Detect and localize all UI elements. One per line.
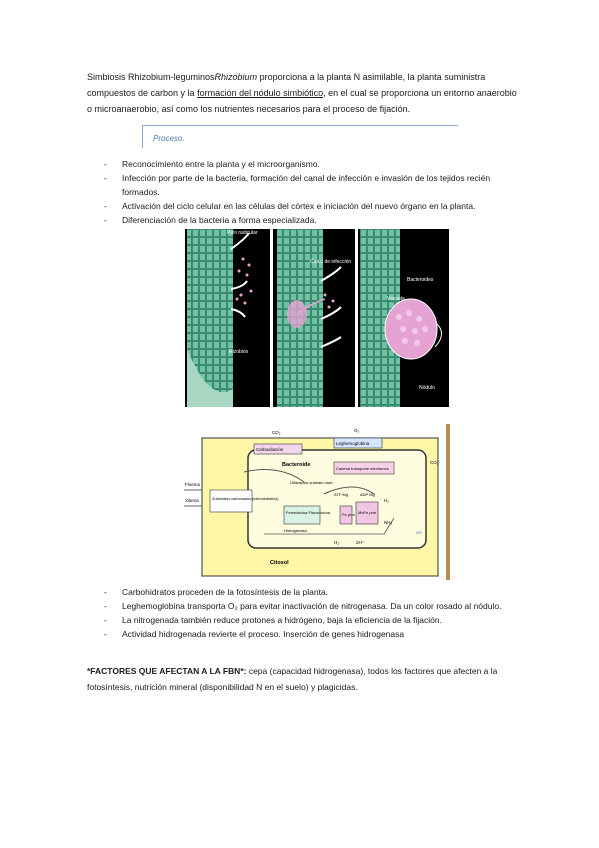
label-2h: 2H⁺ xyxy=(356,540,365,545)
list-dash: - xyxy=(104,629,107,639)
label-pelo-radicular: Pelo radicular xyxy=(227,230,258,236)
label-h2-bottom: H₂ xyxy=(334,540,339,545)
label-ferredoxina: Ferredoxina Flavodoxina xyxy=(286,510,331,515)
proceso-heading: Proceso. xyxy=(153,134,185,143)
list-item-text: Carbohidratos proceden de la fotosíntesi… xyxy=(122,587,329,597)
label-o2-top: O₂ xyxy=(354,428,360,433)
label-mofe-prot: MoFe prot xyxy=(358,510,377,515)
intro-rhizobium-italic: Rhizobium xyxy=(214,72,258,82)
list-item: - Carbohidratos proceden de la fotosíntes… xyxy=(104,585,514,599)
nodulation-stages-illustration: Pelo radicular Rizobios Canal de infecci… xyxy=(185,229,449,407)
list-dash: - xyxy=(104,173,107,183)
bacteroid-metabolism-illustration: CO₂ O₂ Carboxilación Leghemoglobina Bact… xyxy=(184,424,450,580)
label-h2: H₂ xyxy=(384,498,389,503)
label-carboxilacion: Carboxilación xyxy=(256,447,284,452)
notes-bullet-list: - Carbohidratos proceden de la fotosíntes… xyxy=(104,585,514,641)
label-substratos: Substratos carbonados (intermediarios) xyxy=(212,497,279,501)
label-citosol: Citosol xyxy=(270,560,289,566)
list-item: - Actividad hidrogenada revierte el proce… xyxy=(104,627,514,641)
label-fe-prot: Fe prot xyxy=(342,512,356,517)
list-dash: - xyxy=(104,215,107,225)
label-utilizacion-sustrato: Utilización sustrato carb. xyxy=(290,480,334,485)
label-rizobios: Rizobios xyxy=(229,349,249,355)
label-vacuola: Vacuola xyxy=(387,296,405,302)
label-co2-top: CO₂ xyxy=(272,430,281,435)
intro-text-1: Simbiosis Rhizobium-leguminos xyxy=(87,72,215,82)
list-item-text: Infección por parte de la bacteria, form… xyxy=(122,173,491,197)
list-dash: - xyxy=(104,159,107,169)
label-bacteroides: Bacteroides xyxy=(407,277,434,283)
list-item: - Activación del ciclo celular en las cél… xyxy=(104,199,514,213)
list-item: - Leghemoglobina transporta O₂ para evita… xyxy=(104,599,514,613)
label-nh3: NH₃ xyxy=(384,520,392,525)
list-item-text: Leghemoglobina transporta O₂ para evitar… xyxy=(122,601,502,611)
intro-text-2: proporciona a la planta N asimilable, la… xyxy=(87,72,486,98)
nodulation-stages-figure: Pelo radicular Rizobios Canal de infecci… xyxy=(185,229,449,407)
label-hidrogenasa: Hidrogenasa xyxy=(284,528,307,533)
bacteroid-metabolism-diagram: CO₂ O₂ Carboxilación Leghemoglobina Bact… xyxy=(184,424,450,580)
intro-paragraph: Simbiosis Rhizobium-leguminosRhizobium p… xyxy=(87,69,517,117)
label-adp: ADP Mg xyxy=(360,492,375,497)
list-dash: - xyxy=(104,601,107,611)
proceso-heading-box: Proceso. xyxy=(142,125,458,148)
factors-text: cepa (capacidad hidrogenasa), todos los … xyxy=(87,666,498,692)
label-co2-right: CO₂ xyxy=(430,460,439,465)
label-nodulo: Nódulo xyxy=(419,385,435,391)
list-item: - Infección por parte de la bacteria, for… xyxy=(104,171,514,199)
label-cadena-transporte: Cadena transporte electrones xyxy=(336,466,389,471)
list-item: - Diferenciación de la bacteria a forma e… xyxy=(104,213,514,227)
list-item: - La nitrogenada también reduce protones … xyxy=(104,613,514,627)
list-item-text: Diferenciación de la bacteria a forma es… xyxy=(122,215,317,225)
label-atp: ATP Mg xyxy=(334,492,348,497)
list-item: - Reconocimiento entre la planta y el mic… xyxy=(104,157,514,171)
label-xilema: Xilema xyxy=(185,498,199,503)
list-item-text: Actividad hidrogenada revierte el proces… xyxy=(122,629,405,639)
label-bacteroide: Bacteroide xyxy=(282,462,310,468)
label-floema: Floema xyxy=(185,482,201,487)
list-dash: - xyxy=(104,201,107,211)
intro-text-3: , en el cual se proporciona un entorno a… xyxy=(87,88,517,114)
list-item-text: Reconocimiento entre la planta y el micr… xyxy=(122,159,320,169)
factors-heading: *FACTORES QUE AFECTAN A LA FBN*: xyxy=(87,666,247,676)
list-dash: - xyxy=(104,615,107,625)
label-aa: AA xyxy=(416,530,422,535)
factors-paragraph: *FACTORES QUE AFECTAN A LA FBN*: cepa (c… xyxy=(87,663,517,695)
label-leghemoglobina: Leghemoglobina xyxy=(336,441,370,446)
list-item-text: La nitrogenada también reduce protones a… xyxy=(122,615,442,625)
list-item-text: Activación del ciclo celular en las célu… xyxy=(122,201,476,211)
process-steps-list: - Reconocimiento entre la planta y el mic… xyxy=(104,157,514,227)
intro-underlined-text: formación del nódulo simbiótico xyxy=(197,88,324,98)
list-dash: - xyxy=(104,587,107,597)
label-canal-infeccion: Canal de infección xyxy=(310,259,351,265)
